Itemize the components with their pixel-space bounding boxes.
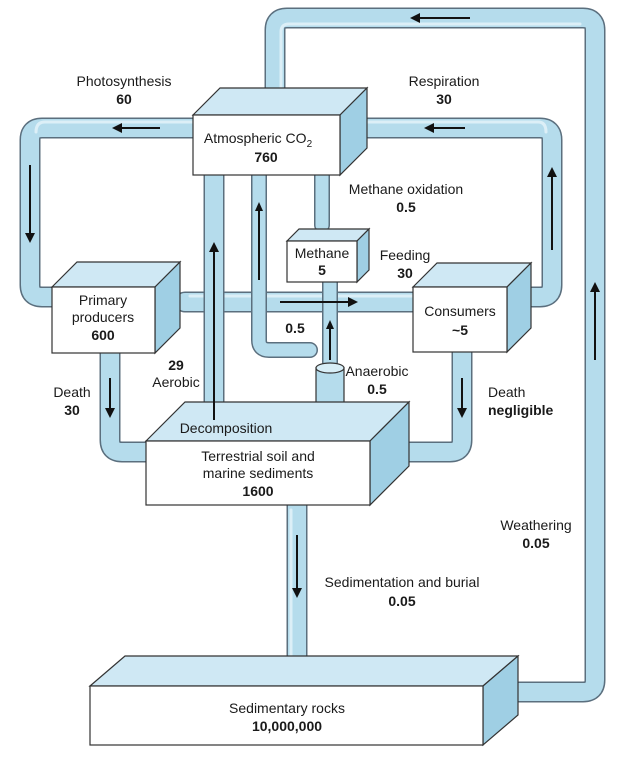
box-soil [144, 400, 411, 507]
methane-value: 5 [318, 262, 326, 278]
box-atmospheric-co2 [191, 86, 369, 177]
arrow-weathering-up [590, 282, 600, 360]
consumers-label: Consumers [424, 303, 496, 319]
arrow-death-producers [105, 378, 115, 418]
soil-value: 1600 [242, 483, 273, 499]
box-sedimentary-rocks [88, 654, 520, 747]
arrow-sedimentation [292, 535, 302, 598]
soil-line1: Terrestrial soil and [201, 448, 315, 464]
anaerobic-label: Anaerobic [345, 363, 408, 379]
methane-label: Methane [295, 245, 350, 261]
arrow-respiration-up [547, 167, 557, 250]
primary-producers-line2: producers [72, 309, 134, 325]
sedimentary-rocks-label: Sedimentary rocks [229, 700, 345, 716]
death-producers-label: Death [53, 384, 90, 400]
box-primary-producers [50, 260, 182, 355]
aerobic-value: 29 [168, 357, 184, 373]
consumers-value: ~5 [452, 322, 468, 338]
arrow-weathering-top [410, 13, 470, 23]
primary-producers-line1: Primary [79, 292, 127, 308]
death-consumers-value: negligible [488, 402, 554, 418]
box-methane [285, 227, 371, 284]
arrow-respiration [424, 123, 465, 133]
arrow-feeding [280, 297, 358, 307]
weathering-label: Weathering [500, 517, 571, 533]
atmospheric-co2-label: Atmospheric CO2 [204, 130, 313, 150]
flow-arrows [25, 13, 600, 598]
photosynthesis-value: 60 [116, 91, 132, 107]
sedimentary-rocks-value: 10,000,000 [252, 718, 322, 734]
arrow-anaerobic [326, 320, 334, 360]
anaerobic-value: 0.5 [367, 381, 387, 397]
arrow-death-consumers [457, 378, 467, 418]
sedimentation-value: 0.05 [388, 593, 415, 609]
aerobic-label: Aerobic [152, 374, 199, 390]
arrow-photosynthesis [112, 123, 160, 133]
sedimentation-label: Sedimentation and burial [325, 574, 480, 590]
weathering-value: 0.05 [522, 535, 549, 551]
photosynthesis-label: Photosynthesis [77, 73, 172, 89]
arrow-photosynthesis-down [25, 165, 35, 243]
decomposition-label: Decomposition [180, 420, 273, 436]
feeding-value: 30 [397, 265, 413, 281]
methane-oxidation-label: Methane oxidation [349, 181, 463, 197]
atmospheric-co2-value: 760 [254, 149, 278, 165]
feeding-label: Feeding [380, 247, 431, 263]
methane-oxidation-value: 0.5 [396, 199, 416, 215]
respiration-label: Respiration [409, 73, 480, 89]
soil-line2: marine sediments [203, 465, 314, 481]
arrow-flux-05 [255, 202, 263, 280]
box-consumers [411, 261, 533, 354]
flux-05-value: 0.5 [285, 320, 305, 336]
arrow-aerobic [209, 242, 219, 420]
respiration-value: 30 [436, 91, 452, 107]
primary-producers-value: 600 [91, 327, 115, 343]
death-consumers-label: Death [488, 384, 525, 400]
death-producers-value: 30 [64, 402, 80, 418]
